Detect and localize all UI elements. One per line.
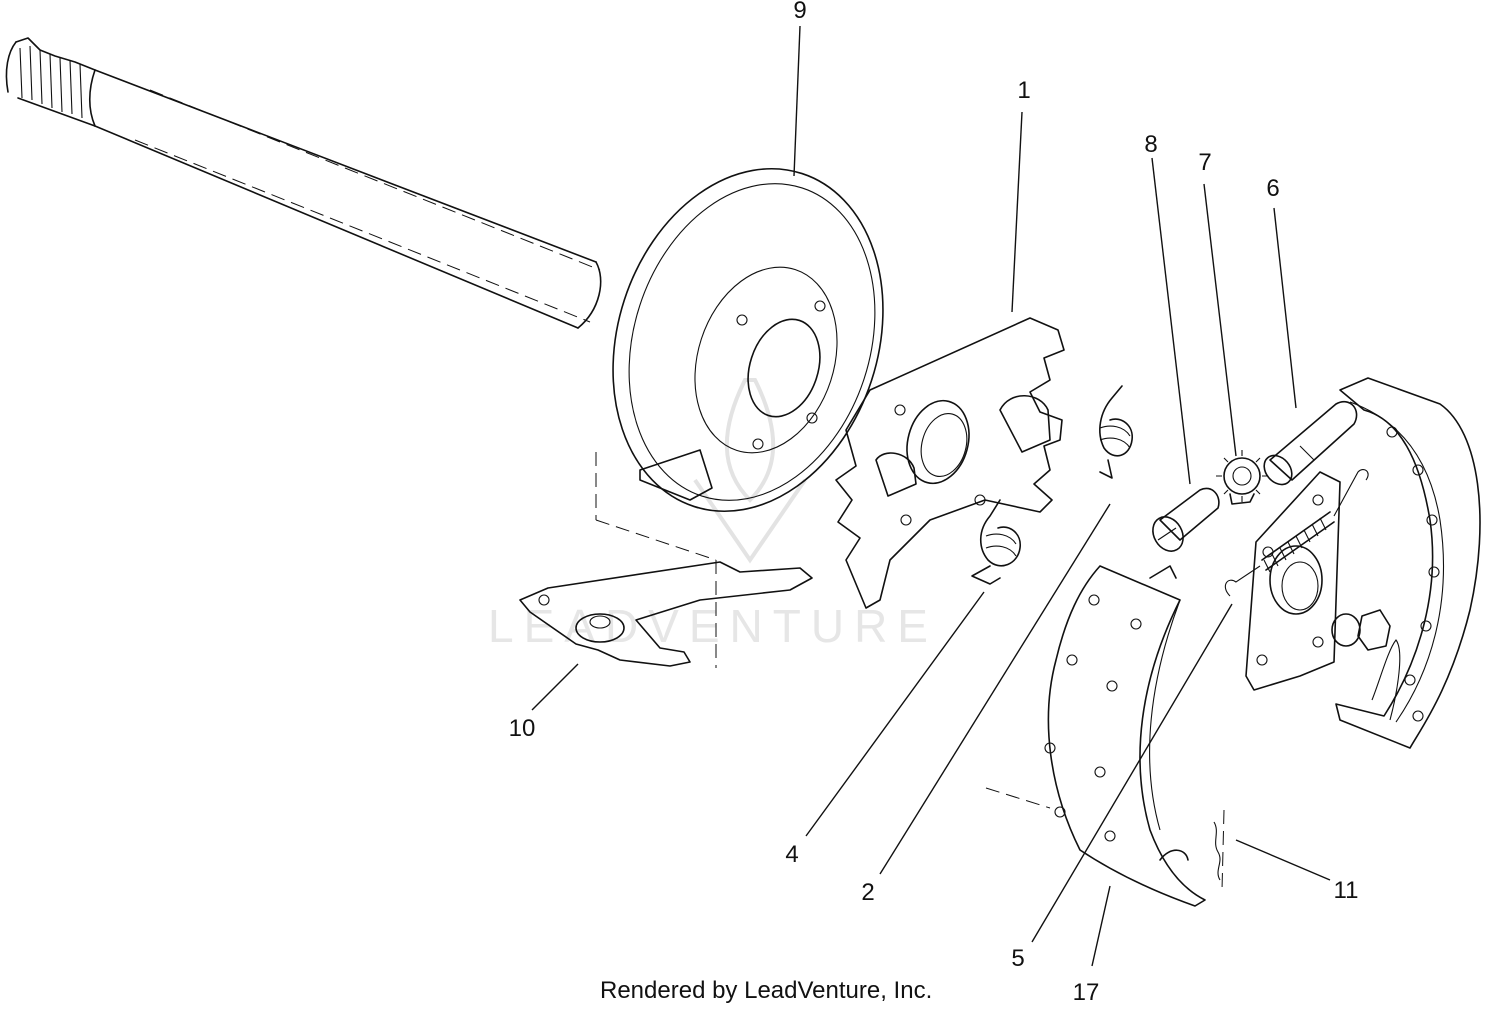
brake-shoe-right-part xyxy=(1335,377,1481,749)
callout-4: 4 xyxy=(785,841,798,868)
axle-shaft-part xyxy=(5,37,602,329)
leader-lines xyxy=(531,25,1331,967)
callout-8: 8 xyxy=(1144,131,1157,158)
star-wheel-part xyxy=(1216,450,1268,505)
adjuster-screw-part xyxy=(1263,400,1358,486)
render-credit: Rendered by LeadVenture, Inc. xyxy=(600,977,932,1004)
return-spring-part xyxy=(1224,469,1369,597)
callout-labels: 9 1 8 7 6 10 4 2 5 17 11 xyxy=(509,0,1359,1006)
adjuster-plunger-part xyxy=(1152,487,1220,552)
callout-11: 11 xyxy=(1334,877,1359,904)
callout-10: 10 xyxy=(509,715,536,742)
callout-6: 6 xyxy=(1266,175,1279,202)
brake-shoe-left-part xyxy=(985,565,1225,907)
torsion-spring-lower-part xyxy=(971,499,1021,585)
callout-1: 1 xyxy=(1017,77,1030,104)
watermark: LEADVENTURE xyxy=(488,378,938,652)
brake-frame-part xyxy=(835,317,1065,609)
brake-drum-part xyxy=(612,167,884,513)
square-backing-plate-part xyxy=(1245,471,1391,691)
callout-2: 2 xyxy=(861,879,874,906)
callout-7: 7 xyxy=(1198,149,1211,176)
lever-part xyxy=(519,452,813,668)
watermark-text: LEADVENTURE xyxy=(488,600,938,652)
callout-5: 5 xyxy=(1011,945,1024,972)
callout-9: 9 xyxy=(793,0,806,24)
torsion-spring-upper-part xyxy=(1099,385,1133,479)
callout-17: 17 xyxy=(1073,979,1100,1006)
